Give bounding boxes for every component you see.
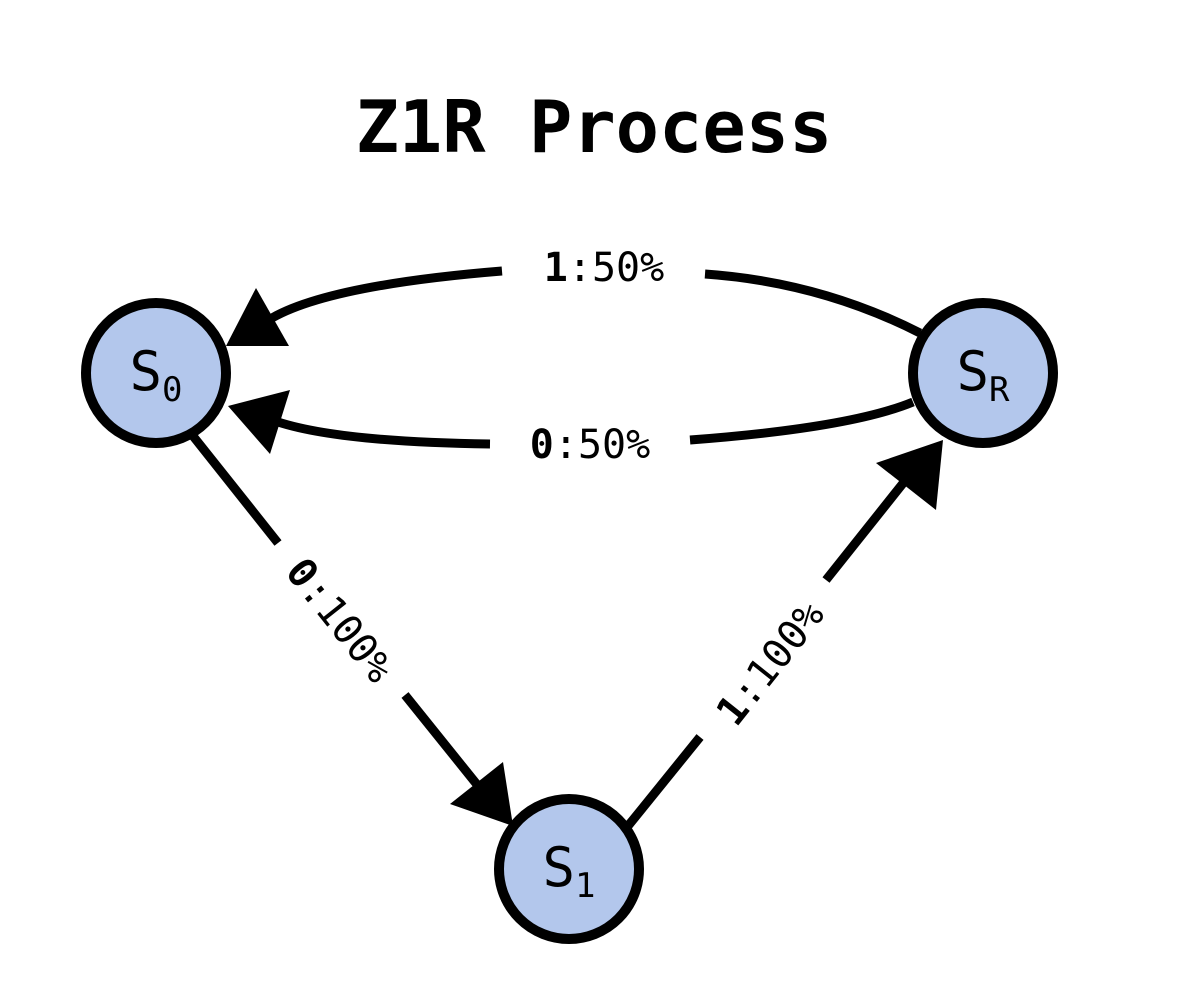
edge-line	[189, 433, 282, 546]
edge-line	[276, 417, 491, 449]
node-label: SR	[957, 340, 1011, 410]
node-sr: SR	[908, 298, 1058, 448]
node-circle	[908, 298, 1058, 448]
edge-line	[401, 692, 491, 800]
arrowhead	[876, 440, 943, 510]
edge-s0-to-s1-symbol-0: 0:100%	[189, 433, 513, 826]
node-circle	[494, 794, 644, 944]
node-label: S0	[130, 340, 183, 410]
edge-line	[689, 397, 915, 445]
node-label: S1	[543, 836, 596, 906]
edge-line	[624, 734, 704, 829]
edge-label: 0:50%	[530, 422, 650, 468]
arrowhead	[450, 762, 513, 826]
edge-line	[704, 269, 923, 338]
edge-label: 1:100%	[708, 593, 834, 735]
edge-sr-to-s0-symbol-1: 1:50%	[226, 245, 923, 346]
arrowhead	[228, 390, 290, 454]
node-s0: S0	[81, 298, 231, 448]
node-circle	[81, 298, 231, 448]
edge-s1-to-sr-symbol-1: 1:100%	[624, 440, 943, 829]
edge-line	[269, 266, 503, 322]
edge-label: 1:50%	[544, 245, 664, 291]
arrowhead	[226, 288, 289, 346]
edge-sr-to-s0-symbol-0: 0:50%	[228, 390, 915, 468]
node-s1: S1	[494, 794, 644, 944]
edge-line	[822, 464, 920, 583]
diagram-title: Z1R Process	[356, 85, 833, 169]
edge-label: 0:100%	[276, 550, 402, 692]
